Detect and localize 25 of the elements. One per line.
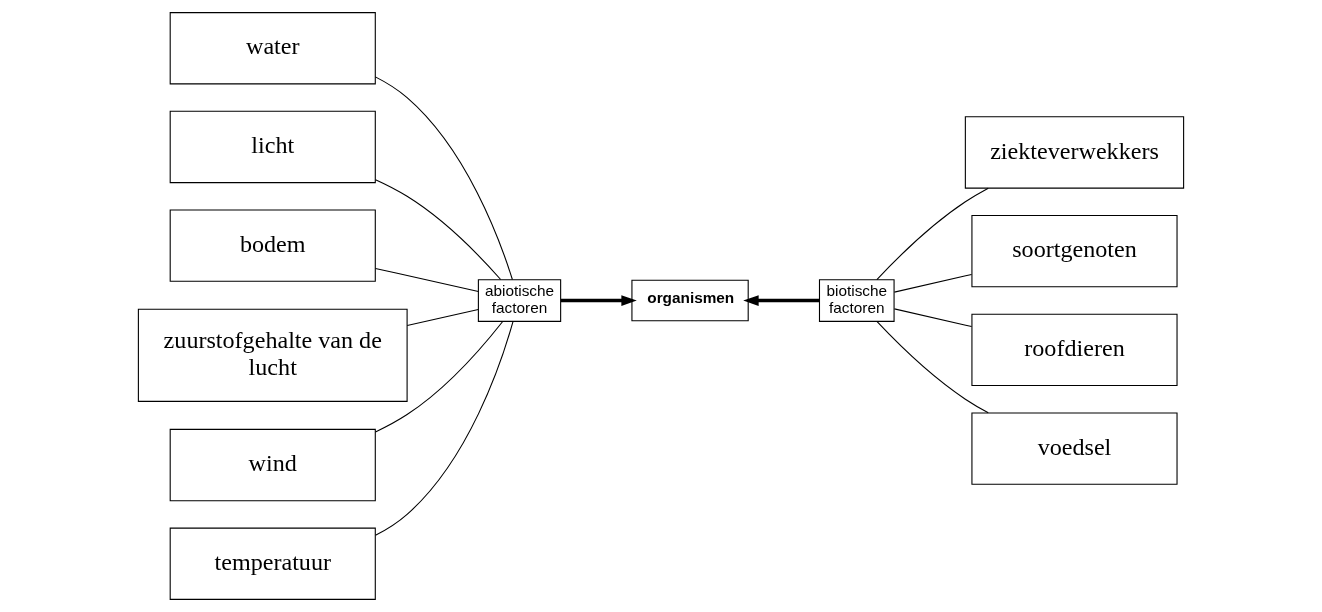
node-box: biotische factoren	[818, 279, 895, 322]
node-box: abiotische factoren	[477, 279, 562, 322]
node-box: bodem	[169, 209, 376, 282]
node-box: ziekteverwekkers	[964, 116, 1185, 189]
connector	[374, 76, 513, 281]
connector	[406, 308, 479, 326]
node-box: wind	[169, 428, 376, 502]
node-box: soortgenoten	[971, 214, 1178, 288]
arrow	[743, 295, 820, 306]
node-box: roofdieren	[971, 313, 1178, 387]
connector	[374, 267, 479, 293]
connector	[374, 321, 514, 536]
node-box: water	[169, 12, 376, 85]
arrow	[560, 295, 637, 306]
connector	[893, 273, 973, 293]
node-box: organismen	[631, 279, 749, 322]
connector	[374, 321, 504, 433]
node-box: voedsel	[971, 412, 1178, 485]
connector	[876, 187, 989, 281]
connector	[876, 320, 989, 414]
connector	[893, 308, 973, 328]
node-box: zuurstofgehalte van de lucht	[137, 308, 408, 402]
connector	[375, 179, 502, 281]
node-box: licht	[169, 110, 376, 184]
node-box: temperatuur	[169, 527, 376, 600]
